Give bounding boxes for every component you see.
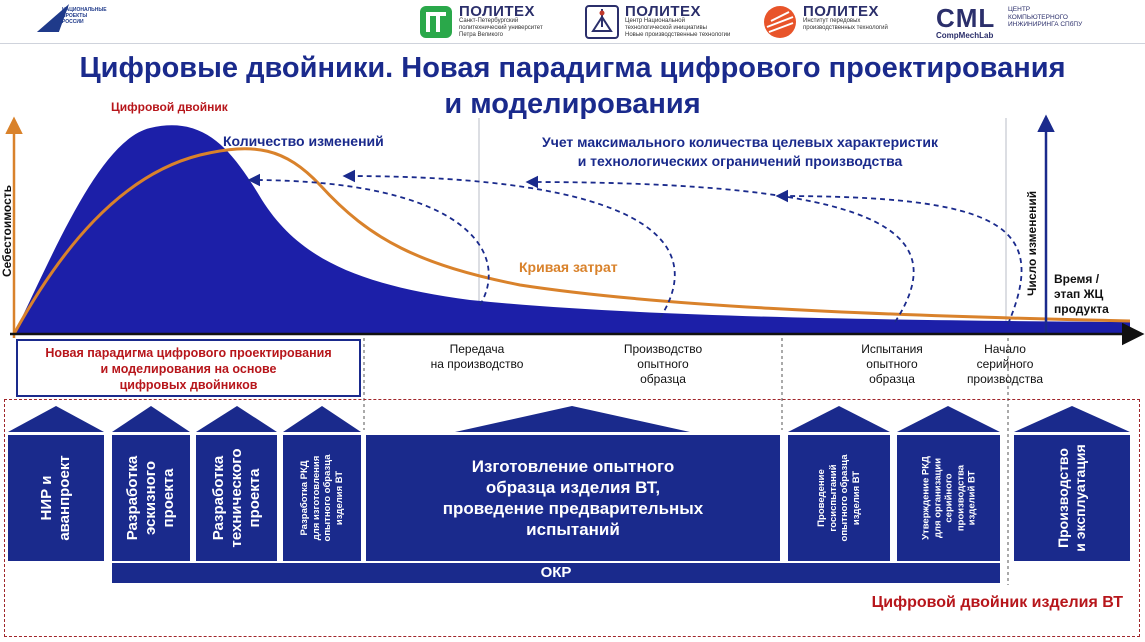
block-triangle — [1014, 406, 1130, 432]
logo-subtitle: Институт передовых производственных техн… — [803, 18, 888, 31]
feedback-arrow — [525, 175, 915, 323]
y-axis-right-label: Число изменений — [1025, 190, 1039, 296]
header: НАЦИОНАЛЬНЫЕ ПРОЕКТЫ РОССИИ ПОЛИТЕХ Санк… — [0, 0, 1145, 44]
logo-subtitle: Санкт-Петербургский политехнический унив… — [459, 18, 543, 38]
stage-label: Испытания опытного образца — [861, 342, 923, 386]
logo-name: ПОЛИТЕХ — [803, 3, 880, 20]
digital-twin-area — [14, 125, 1130, 334]
block-triangle — [112, 406, 190, 432]
block-label: Разработка эскизного проекта — [124, 455, 177, 541]
okr-bar: ОКР — [112, 563, 1000, 583]
x-axis-label: Время / этап ЖЦ продукта — [1054, 272, 1109, 316]
stage-label: Передача на производство — [430, 342, 524, 371]
page-title: Цифровые двойники. Новая парадигма цифро… — [0, 50, 1145, 122]
polytech-nti-icon — [585, 5, 619, 39]
block-rkd-prototype: Разработка РКД для изготовления опытного… — [283, 435, 361, 561]
cml-logo-name: CML — [936, 3, 996, 33]
block-triangle — [455, 406, 690, 432]
polytech-university-logo: ПОЛИТЕХ Санкт-Петербургский политехничес… — [419, 3, 569, 41]
block-rkd-serial: Утверждение РКД для организации серийног… — [897, 435, 1000, 561]
cost-curve-label: Кривая затрат — [519, 259, 618, 275]
feedback-arrows — [247, 169, 1023, 325]
y-axis-left-label: Себестоимость — [0, 184, 14, 277]
block-triangle — [8, 406, 104, 432]
page-title-line1: Цифровые двойники. Новая парадигма цифро… — [79, 52, 1066, 84]
polytech-iapt-icon — [764, 6, 796, 38]
block-label: Разработка технического проекта — [209, 448, 263, 548]
national-projects-logo: НАЦИОНАЛЬНЫЕ ПРОЕКТЫ РОССИИ — [36, 4, 107, 34]
block-triangle — [788, 406, 890, 432]
cml-logo-side-text: ЦЕНТР КОМПЬЮТЕРНОГО ИНЖИНИРИНГА СПбПУ — [1008, 6, 1083, 28]
feedback-arrow — [775, 189, 1023, 325]
polytech-nti-logo: ПОЛИТЕХ Центр Национальной технологическ… — [585, 3, 750, 41]
paradigm-box: Новая парадигма цифрового проектирования… — [16, 339, 361, 397]
polytech-green-icon — [420, 6, 452, 38]
logo-subtitle: Центр Национальной технологической иници… — [625, 18, 731, 38]
feedback-arrow — [247, 173, 490, 306]
digital-twin-product-label: Цифровой двойник изделия ВТ — [871, 594, 1123, 611]
block-triangle — [283, 406, 361, 432]
block-triangle — [196, 406, 277, 432]
logo-name: ПОЛИТЕХ — [625, 3, 702, 20]
logo-name: ПОЛИТЕХ — [459, 3, 536, 20]
target-characteristics-line1: Учет максимального количества целевых ха… — [541, 134, 938, 150]
stage-label: Производство опытного образца — [623, 342, 703, 386]
block-label: НИР и аванпроект — [38, 455, 73, 541]
block-triangle — [897, 406, 1000, 432]
block-prototype-manufacturing: Изготовление опытного образца изделия ВТ… — [366, 435, 780, 561]
digital-twin-product-frame — [4, 399, 1140, 637]
page-title-line2: и моделирования — [444, 88, 701, 120]
polytech-iapt-logo: ПОЛИТЕХ Институт передовых производствен… — [763, 3, 923, 41]
stage-label: Начало серийного производства — [966, 342, 1044, 386]
block-sketch-project: Разработка эскизного проекта — [112, 435, 190, 561]
block-label: Проведение госиспытаний опытного образца… — [816, 454, 862, 542]
national-projects-logo-text: НАЦИОНАЛЬНЫЕ ПРОЕКТЫ РОССИИ — [62, 7, 107, 25]
block-production-operation: Производство и эксплуатация — [1014, 435, 1130, 561]
cost-curve — [12, 147, 1131, 335]
feedback-arrow — [342, 169, 676, 319]
digital-twin-label: Цифровой двойник — [111, 100, 228, 114]
target-characteristics-line2: и технологических ограничений производст… — [577, 153, 903, 169]
target-characteristics-label: Учет максимального количества целевых ха… — [505, 133, 975, 171]
block-label: Утверждение РКД для организации серийног… — [919, 456, 977, 540]
block-state-tests: Проведение госиспытаний опытного образца… — [788, 435, 890, 561]
block-technical-project: Разработка технического проекта — [196, 435, 277, 561]
block-label: Производство и эксплуатация — [1055, 444, 1088, 552]
cml-logo-subtitle: CompMechLab — [936, 31, 994, 40]
changes-count-label: Количество изменений — [223, 133, 384, 149]
cml-logo: CML CompMechLab ЦЕНТР КОМПЬЮТЕРНОГО ИНЖИ… — [936, 3, 1096, 41]
block-label: Изготовление опытного образца изделия ВТ… — [442, 457, 704, 539]
block-nir: НИР и аванпроект — [8, 435, 104, 561]
block-label: Разработка РКД для изготовления опытного… — [299, 454, 345, 542]
